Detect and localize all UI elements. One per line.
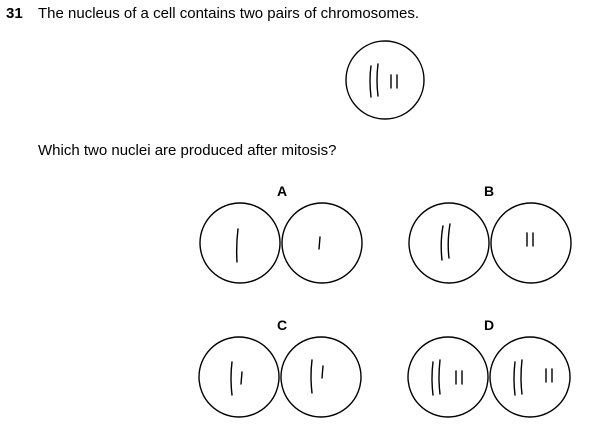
parent-nucleus bbox=[345, 40, 425, 120]
question-number: 31 bbox=[6, 5, 23, 22]
option-label: D bbox=[483, 317, 495, 333]
option-label: C bbox=[276, 317, 288, 333]
option-label: A bbox=[276, 183, 288, 199]
option-label: B bbox=[483, 183, 495, 199]
question-prompt: Which two nuclei are produced after mito… bbox=[38, 142, 337, 159]
question-stem: The nucleus of a cell contains two pairs… bbox=[38, 5, 420, 22]
